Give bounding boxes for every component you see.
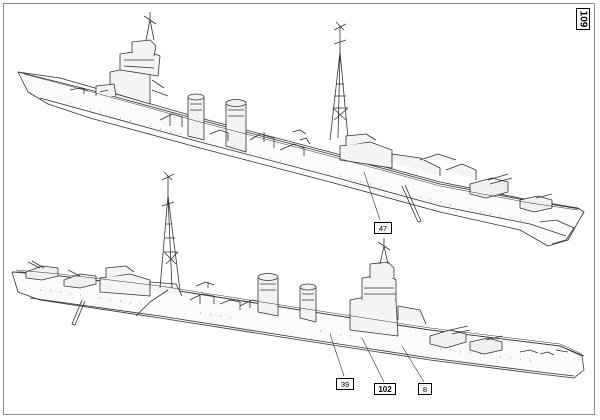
lower-bridge — [349, 261, 427, 337]
lower-guard-rail — [15, 269, 583, 355]
lower-funnels — [257, 273, 317, 323]
lower-forward-turrets — [429, 325, 503, 355]
lower-accommodation-ladder — [71, 299, 86, 326]
callout-39: 39 — [336, 378, 354, 390]
callout-47: 47 — [374, 222, 392, 234]
upper-accommodation-ladder — [401, 184, 422, 223]
upper-guard-rail — [23, 73, 579, 211]
upper-leader-47 — [363, 171, 381, 221]
lower-hull — [11, 271, 585, 379]
lower-leader-39 — [329, 333, 345, 377]
lower-leader-102 — [361, 337, 385, 383]
upper-aft-superstructure — [339, 133, 477, 180]
lower-main-mast — [159, 171, 181, 291]
lower-stern-turrets — [25, 260, 97, 289]
lower-portholes — [40, 289, 531, 362]
upper-main-mast — [329, 21, 349, 141]
page-number: 109 — [577, 10, 589, 28]
upper-portholes — [60, 99, 521, 221]
upper-ship — [17, 12, 585, 247]
upper-bridge — [95, 39, 161, 105]
callout-102: 102 — [374, 383, 396, 395]
lower-fore-mast — [377, 238, 391, 265]
callout-8: 8 — [418, 383, 432, 395]
lower-boot-topping — [29, 297, 575, 377]
upper-boot-topping — [39, 97, 567, 237]
upper-fore-mast — [143, 12, 169, 97]
lower-deck-fittings — [189, 281, 263, 310]
lower-aft-superstructure — [99, 265, 183, 297]
page-number-box: 109 — [576, 8, 590, 30]
lower-leader-8 — [401, 345, 425, 383]
sheet-border — [3, 3, 595, 415]
lower-ship — [11, 171, 585, 383]
upper-hull — [17, 71, 585, 247]
upper-funnels — [187, 93, 247, 153]
